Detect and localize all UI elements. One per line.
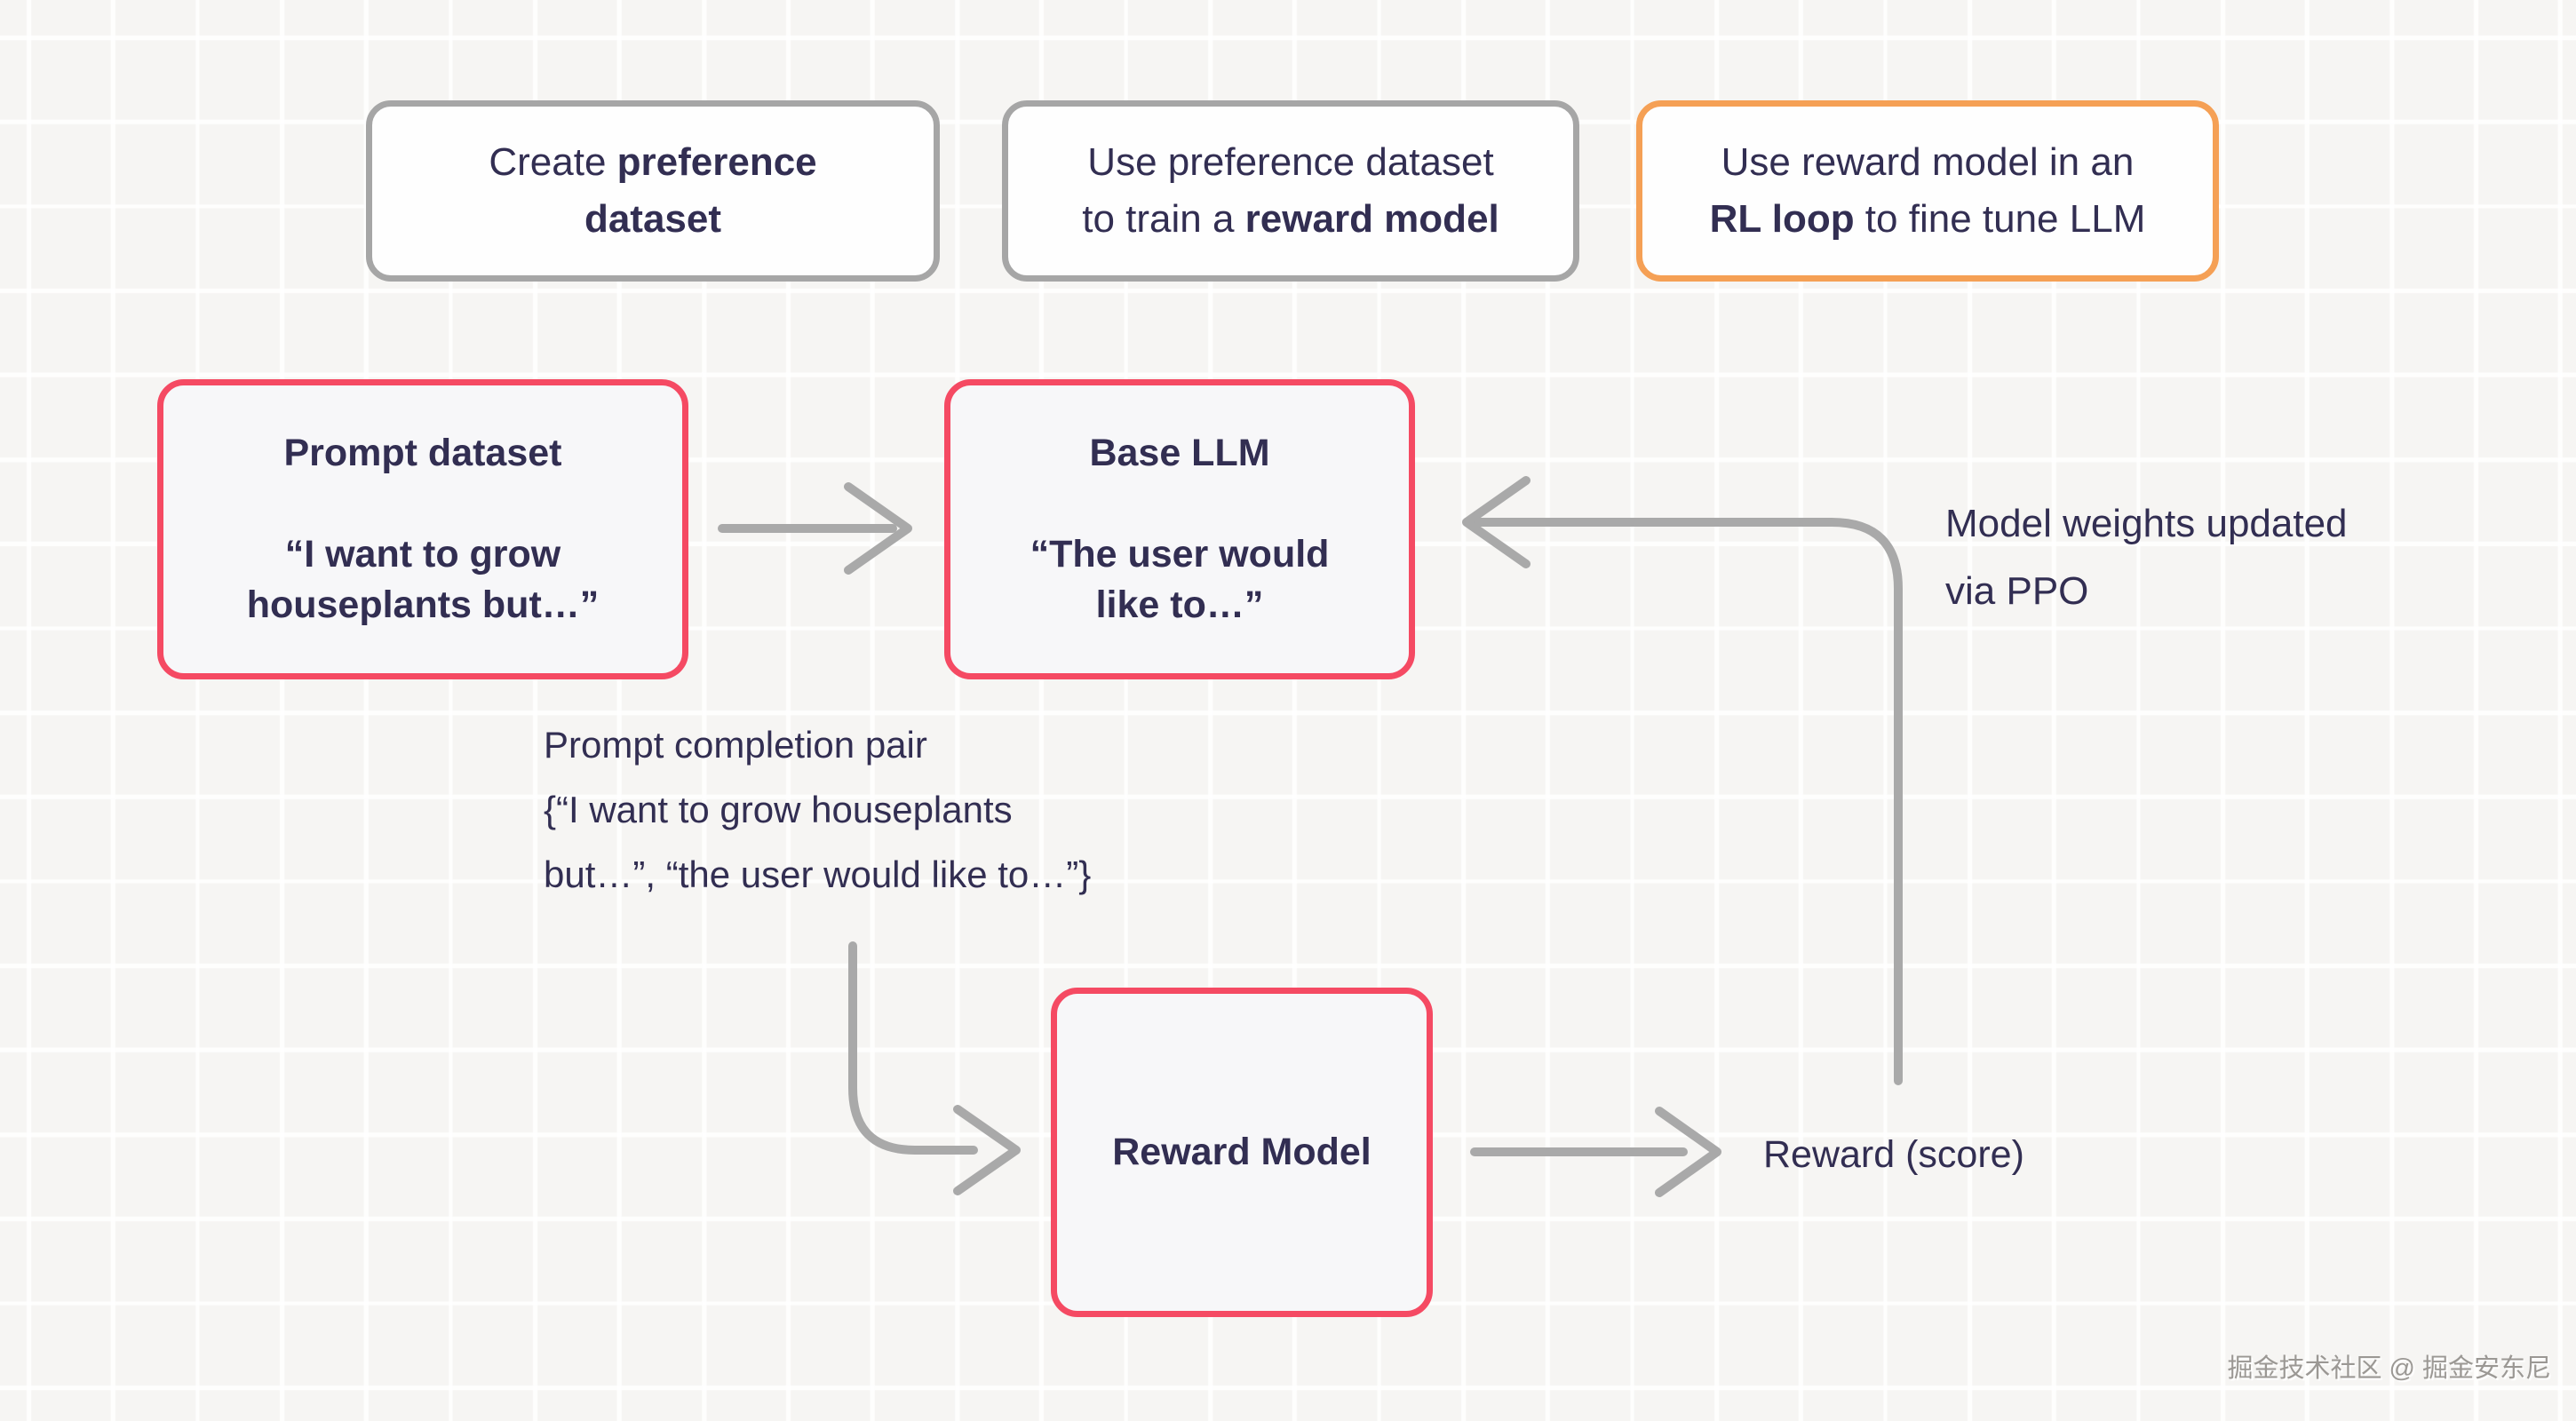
step-label: Use reward model in an RL loop to fine t… [1710,134,2146,248]
step-text-bold: RL loop [1709,197,1855,241]
step-text-normal: to fine tune LLM [1854,197,2146,241]
node-base-llm-label: Base LLM “The user would like to…” [1030,432,1330,626]
node-prompt-dataset-label: Prompt dataset “I want to grow houseplan… [246,432,600,626]
step-train-reward-model: Use preference dataset to train a reward… [1002,100,1579,282]
step-rl-loop-fine-tune: Use reward model in an RL loop to fine t… [1636,100,2219,282]
step-create-preference-dataset: Create preference dataset [366,100,940,282]
label-prompt-completion-pair: Prompt completion pair {“I want to grow … [544,724,1092,895]
step-text-bold: reward model [1244,197,1499,241]
node-reward-model-label: Reward Model [1112,1131,1371,1173]
step-label: Use preference dataset to train a reward… [1082,134,1499,248]
label-model-weights-ppo: Model weights updated via PPO [1945,502,2348,613]
step-text-normal: Create [489,140,617,184]
step-text-normal: Use preference dataset to train a [1082,140,1494,241]
step-text-normal: Use reward model in an [1721,140,2135,184]
arrow-reward-model-to-reward-score [1470,1107,1721,1197]
arrow-prompt-to-base-llm [718,482,912,575]
arrow-completion-pair-to-reward-model [848,941,1021,1195]
arrow-ppo-loop-to-base-llm [1462,476,1903,1085]
node-prompt-dataset: Prompt dataset “I want to grow houseplan… [157,379,688,679]
step-text-bold: preference dataset [584,140,817,241]
label-reward-score: Reward (score) [1763,1133,2024,1176]
node-base-llm: Base LLM “The user would like to…” [944,379,1415,679]
node-reward-model: Reward Model [1051,988,1433,1317]
watermark: 掘金技术社区 @ 掘金安东尼 [2227,1354,2551,1383]
step-label: Create preference dataset [489,134,816,248]
